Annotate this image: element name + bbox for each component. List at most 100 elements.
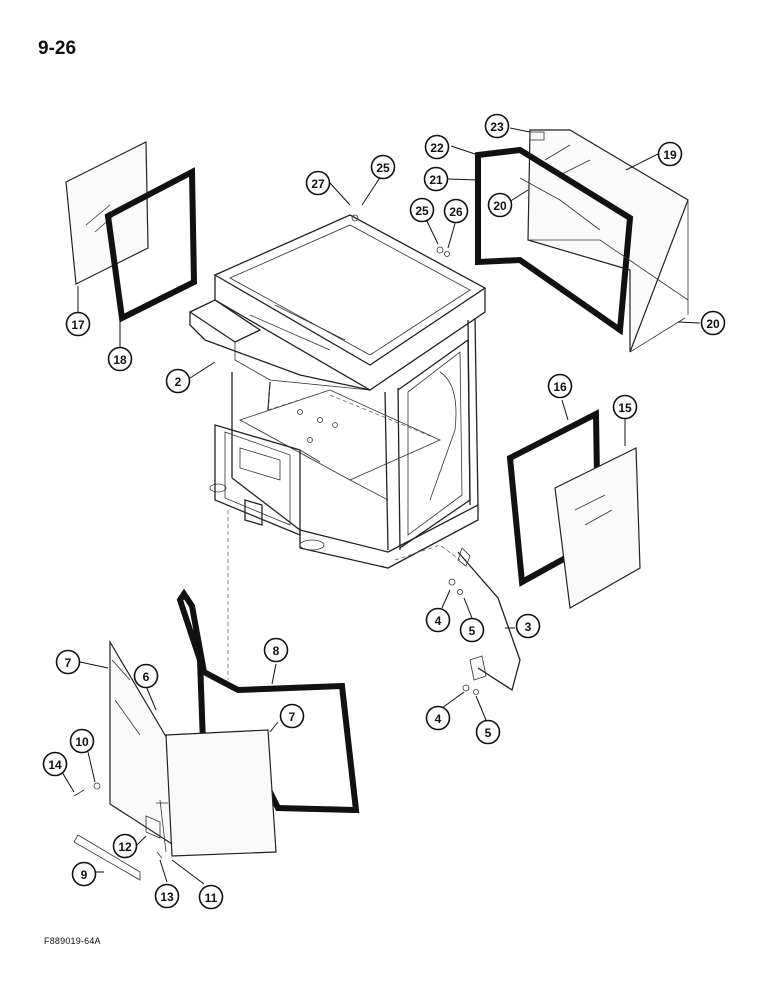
callout-label: 13: [160, 890, 174, 904]
callout-label: 4: [435, 712, 442, 726]
callout-12: 12: [112, 833, 138, 859]
callout-circle: [69, 728, 95, 754]
callout-23: 23: [484, 113, 510, 139]
callout-label: 14: [48, 758, 62, 772]
callout-5: 5: [475, 719, 501, 745]
callout-7: 7: [55, 649, 81, 675]
callout-label: 18: [113, 353, 127, 367]
callout-2: 2: [165, 368, 191, 394]
right-door-window-assembly: [506, 409, 641, 609]
door-strut-assembly: [448, 547, 521, 695]
callout-21: 21: [423, 166, 449, 192]
callout-label: 19: [663, 148, 677, 162]
callout-25: 25: [370, 154, 396, 180]
callout-circle: [305, 170, 331, 196]
callout-18: 18: [107, 346, 133, 372]
callout-5: 5: [459, 617, 485, 643]
callout-circle: [425, 705, 451, 731]
callout-label: 9: [81, 868, 88, 882]
callout-label: 8: [273, 644, 280, 658]
callout-label: 26: [449, 205, 463, 219]
callout-label: 21: [429, 173, 443, 187]
callout-label: 12: [118, 840, 132, 854]
callout-label: 2: [175, 375, 182, 389]
callout-circle: [612, 394, 638, 420]
callout-19: 19: [657, 141, 683, 167]
callout-circle: [425, 607, 451, 633]
callout-17: 17: [65, 311, 91, 337]
callout-circle: [71, 861, 97, 887]
callout-3: 3: [515, 613, 541, 639]
page-number: 9-26: [38, 38, 77, 59]
callout-label: 25: [376, 161, 390, 175]
callout-circle: [165, 368, 191, 394]
callout-circle: [487, 192, 513, 218]
left-rear-window-assembly: [65, 141, 198, 323]
callout-13: 13: [154, 883, 180, 909]
callout-20: 20: [487, 192, 513, 218]
callout-circle: [484, 113, 510, 139]
callout-circle: [475, 719, 501, 745]
figure-code: F889019-64A: [44, 936, 101, 946]
callout-label: 6: [143, 670, 150, 684]
callout-circle: [263, 637, 289, 663]
callout-label: 7: [65, 656, 72, 670]
callout-label: 3: [525, 620, 532, 634]
callout-6: 6: [133, 663, 159, 689]
front-window-assembly: [73, 588, 360, 881]
callout-15: 15: [612, 394, 638, 420]
leader-lines: [61, 127, 701, 885]
callout-label: 11: [205, 891, 218, 905]
callout-circle: [55, 649, 81, 675]
callout-balloons: 27 25 25 26 23 22 21 19 20 20 17 18 2 16 15 4 5 3 4 5 7 6 8 7 10…: [42, 113, 726, 910]
callout-label: 16: [553, 380, 567, 394]
callout-16: 16: [547, 373, 573, 399]
callout-label: 23: [490, 120, 504, 134]
rear-window-assembly: [475, 129, 689, 353]
callout-circle: [198, 884, 224, 910]
callout-4: 4: [425, 607, 451, 633]
callout-circle: [279, 703, 305, 729]
callout-circle: [423, 166, 449, 192]
callout-25: 25: [409, 197, 435, 223]
callout-label: 27: [311, 177, 325, 191]
callout-22: 22: [424, 134, 450, 160]
callout-circle: [42, 751, 68, 777]
callout-26: 26: [443, 198, 469, 224]
callout-circle: [547, 373, 573, 399]
callout-label: 7: [289, 710, 296, 724]
callout-circle: [133, 663, 159, 689]
callout-circle: [459, 617, 485, 643]
callout-circle: [154, 883, 180, 909]
cab-frame: [188, 214, 487, 680]
callout-label: 25: [415, 204, 429, 218]
callout-label: 4: [435, 614, 442, 628]
callout-8: 8: [263, 637, 289, 663]
callout-27: 27: [305, 170, 331, 196]
callout-label: 5: [485, 726, 492, 740]
callout-label: 20: [493, 199, 507, 213]
callout-9: 9: [71, 861, 97, 887]
callout-label: 17: [71, 318, 85, 332]
callout-label: 22: [430, 141, 444, 155]
callout-circle: [515, 613, 541, 639]
callout-circle: [112, 833, 138, 859]
callout-10: 10: [69, 728, 95, 754]
callout-11: 11: [198, 884, 224, 910]
callout-circle: [107, 346, 133, 372]
callout-circle: [700, 310, 726, 336]
callout-circle: [424, 134, 450, 160]
callout-circle: [443, 198, 469, 224]
callout-14: 14: [42, 751, 68, 777]
callout-label: 20: [706, 317, 720, 331]
callout-label: 10: [75, 735, 89, 749]
callout-circle: [657, 141, 683, 167]
callout-circle: [409, 197, 435, 223]
callout-20: 20: [700, 310, 726, 336]
callout-7: 7: [279, 703, 305, 729]
callout-circle: [65, 311, 91, 337]
callout-label: 5: [469, 624, 476, 638]
callout-circle: [370, 154, 396, 180]
callout-4: 4: [425, 705, 451, 731]
